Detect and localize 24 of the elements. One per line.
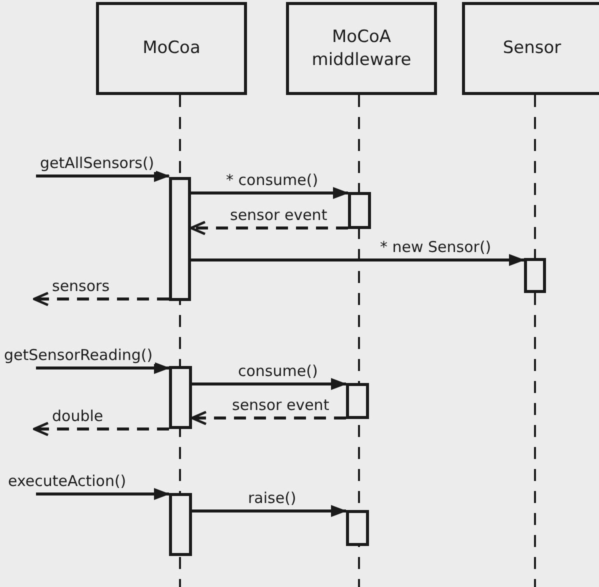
activation-bar [169,366,192,429]
message-arrow [192,378,347,390]
message-arrow [191,187,349,199]
message-arrow [192,505,347,517]
activation-bar [348,192,371,229]
message-arrow [191,254,525,266]
participant-box: MoCoA middleware [286,2,437,95]
message-arrow [36,488,170,500]
message-label: getAllSensors() [38,155,156,172]
return-arrow [32,292,169,306]
activation-bar [346,510,369,546]
message-arrow [36,362,170,374]
return-arrow [32,422,169,436]
activation-bar [169,493,192,556]
participant-box: Sensor [462,2,599,95]
participant-box: MoCoa [96,2,247,95]
return-arrow [190,220,348,236]
return-arrow [190,410,346,426]
activation-bar [524,258,546,293]
message-arrow [36,170,170,182]
message-label: getSensorReading() [2,347,155,364]
message-label: consume() [236,363,320,380]
activation-bar [169,177,191,301]
activation-bar [346,383,369,419]
